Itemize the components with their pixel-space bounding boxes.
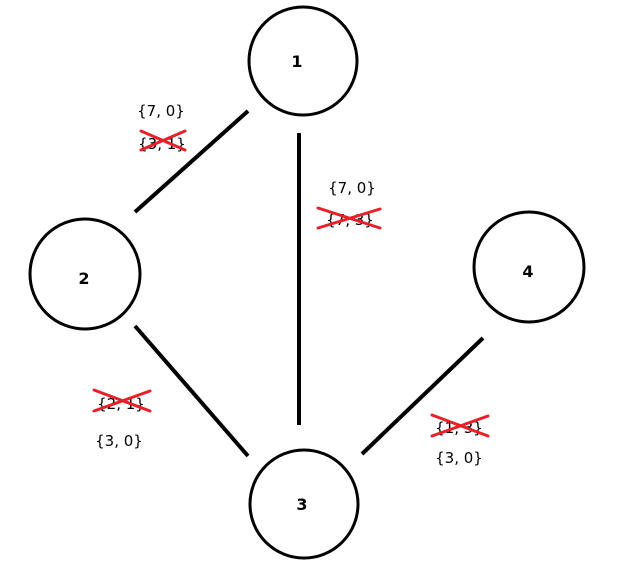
node-4: 4	[472, 210, 586, 324]
strike-mark	[316, 207, 382, 230]
edge-1-2-crossed-label: {3, 1}	[138, 129, 187, 153]
edge-1-2	[133, 109, 250, 214]
edge-1-2-current-label: {7, 0}	[137, 102, 185, 120]
strike-mark	[139, 129, 187, 152]
edge-3-4-current-label: {3, 0}	[435, 449, 483, 467]
edge-2-3-crossed-label: {2, 1}	[92, 388, 152, 413]
node-1: 1	[247, 5, 359, 117]
node-3: 3	[248, 448, 360, 560]
edge-3-4	[360, 336, 485, 456]
node-3-label: 3	[296, 495, 307, 514]
edge-1-3-current-label: {7, 0}	[328, 179, 376, 197]
node-4-label: 4	[522, 262, 533, 281]
strike-mark	[430, 414, 490, 438]
node-2-label: 2	[78, 269, 89, 288]
edge-1-2-old-label: {3, 1}	[138, 135, 186, 153]
edge-3-4-crossed-label: {1, 3}	[430, 413, 490, 438]
node-1-label: 1	[291, 52, 302, 71]
strike-mark	[92, 389, 152, 413]
edge-2-3-current-label: {3, 0}	[95, 432, 143, 450]
edge-1-3-crossed-label: {7, 3}	[316, 206, 382, 230]
edge-2-3-old-label: {2, 1}	[97, 395, 145, 413]
node-2: 2	[28, 217, 142, 331]
edge-2-3	[133, 324, 250, 458]
